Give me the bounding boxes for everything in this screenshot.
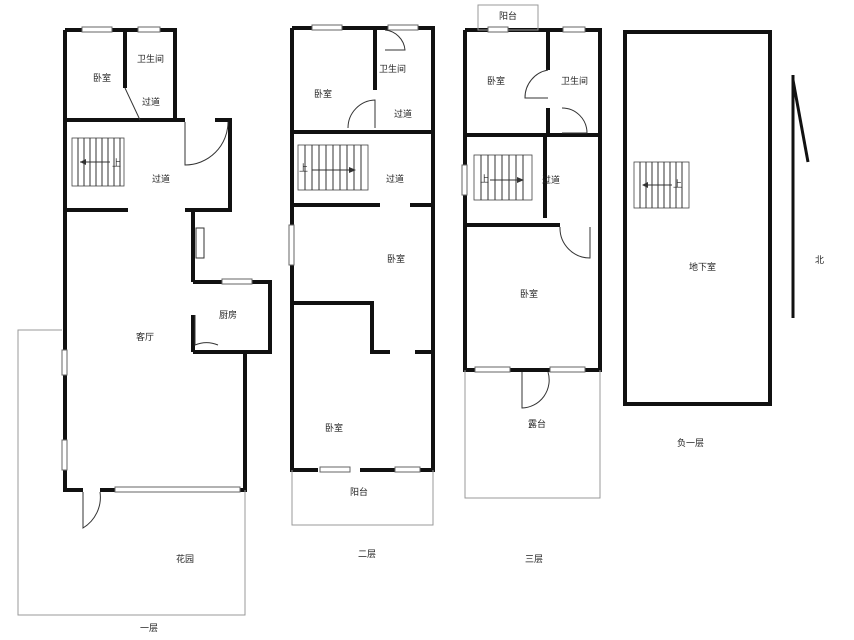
f3-stair-up-label: 上 (480, 175, 490, 185)
basement-floor-label: 负一层 (677, 439, 705, 449)
floor1-walls (63, 28, 272, 492)
f2-bedroom-top-label: 卧室 (314, 90, 333, 100)
f1-living-room-label: 客厅 (136, 333, 155, 343)
floor1-details (17, 26, 253, 616)
f2-stair-up-label: 上 (299, 164, 309, 174)
f2-bathroom-label: 卫生间 (379, 65, 407, 75)
f1-kitchen-label: 厨房 (219, 311, 238, 321)
f3-hallway-label: 过道 (542, 176, 561, 186)
f2-balcony-label: 阳台 (350, 488, 369, 498)
f1-bathroom-label: 卫生间 (137, 55, 165, 65)
compass-north-label: 北 (815, 256, 825, 266)
basement-walls (623, 30, 772, 406)
basement-stair-up-label: 上 (673, 180, 683, 190)
f1-stair-up-label: 上 (112, 159, 122, 169)
basement-room-label: 地下室 (689, 263, 717, 273)
f2-hallway-top-label: 过道 (394, 110, 413, 120)
f2-bedroom-bottom-label: 卧室 (325, 424, 344, 434)
floor3-details (461, 4, 601, 499)
f2-floor-label: 二层 (358, 550, 377, 560)
floor2-details (288, 24, 434, 526)
f3-terrace-label: 露台 (528, 420, 547, 430)
f2-bedroom-mid-label: 卧室 (387, 255, 406, 265)
f1-hallway-mid-label: 过道 (152, 175, 171, 185)
f3-balcony-label: 阳台 (499, 12, 518, 22)
f1-floor-label: 一层 (140, 624, 159, 634)
f1-bedroom-label: 卧室 (93, 74, 112, 84)
f3-floor-label: 三层 (525, 555, 544, 565)
compass-north-arrow-icon (791, 75, 810, 318)
f2-hallway-mid-label: 过道 (386, 175, 405, 185)
basement-details (633, 161, 690, 209)
f3-bathroom-label: 卫生间 (561, 77, 589, 87)
f3-bedroom-top-label: 卧室 (487, 77, 506, 87)
f3-bedroom-label: 卧室 (520, 290, 539, 300)
f1-garden-label: 花园 (176, 555, 195, 565)
f1-hallway-top-label: 过道 (142, 98, 161, 108)
